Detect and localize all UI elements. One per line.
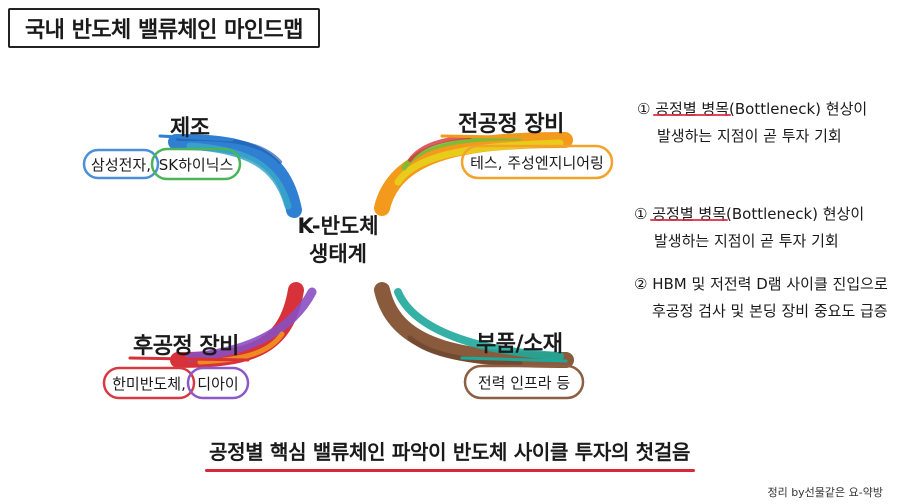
underline-parts — [460, 356, 568, 363]
page-title: 국내 반도체 밸류체인 마인드맵 — [8, 8, 320, 48]
center-line2: 생태계 — [309, 242, 367, 266]
branch-front-equipment-arm — [374, 132, 573, 216]
pill-hanmi-outline — [102, 366, 196, 400]
company-samsung: 삼성전자, — [91, 155, 151, 174]
branch-label-manufacture: 제조 — [170, 116, 210, 141]
pill-skhynix-outline — [150, 147, 242, 181]
note-1-line2: 발생하는 지점이 곧 투자 기회 — [654, 232, 839, 250]
note-1-rest: (Bottleneck) 현상이 — [726, 205, 865, 223]
note-1-highlight: 공정별 병목 — [652, 205, 727, 223]
credit-text: 정리 by선물같은 요-약방 — [767, 486, 883, 499]
note-2-line1: ② HBM 및 저전력 D램 사이클 진입으로 — [634, 271, 888, 298]
footer-summary: 공정별 핵심 밸류체인 파악이 반도체 사이클 투자의 첫걸음 — [209, 440, 691, 464]
underline-front-equipment — [440, 134, 568, 140]
note-2: ② HBM 및 저전력 D램 사이클 진입으로 후공정 검사 및 본딩 장비 중… — [634, 271, 888, 325]
pill-parts-outline — [463, 364, 585, 400]
pill-samsung-outline — [82, 148, 160, 180]
branch-parts-stroke-c — [407, 335, 523, 366]
note-top-num: ① — [637, 100, 651, 118]
branch-parts-stroke-b — [394, 288, 564, 360]
branch-label-back-equipment: 후공정 장비 — [133, 334, 239, 359]
note-top-line2: 발생하는 지점이 곧 투자 기회 — [657, 127, 842, 145]
note-1-num: ① — [634, 205, 648, 223]
branch-back-equipment-stroke-b — [185, 287, 317, 362]
note-1: ① 공정별 병목(Bottleneck) 현상이 발생하는 지점이 곧 투자 기… — [634, 201, 864, 255]
pill-dii-outline — [186, 366, 250, 400]
note-2-num: ② — [634, 275, 648, 293]
company-hanmi: 한미반도체, — [112, 374, 186, 393]
footer-underline — [205, 469, 695, 472]
note-2-rest: HBM 및 저전력 D램 사이클 진입으로 — [652, 275, 888, 293]
underline-manufacture — [158, 134, 234, 142]
pill-front-equipment-outline — [460, 144, 614, 180]
note-top-rest: (Bottleneck) 현상이 — [729, 100, 868, 118]
company-skhynix: SK하이닉스 — [158, 155, 234, 174]
note-2-line2: 후공정 검사 및 본딩 장비 중요도 급증 — [652, 302, 888, 320]
note-top: ① 공정별 병목(Bottleneck) 현상이 발생하는 지점이 곧 투자 기… — [637, 96, 867, 150]
note-top-highlight: 공정별 병목 — [655, 100, 730, 118]
branch-label-parts: 부품/소재 — [476, 332, 563, 357]
center-node: K-반도체 생태계 — [282, 212, 394, 268]
branch-back-equipment-stroke-c — [197, 331, 285, 365]
underline-back-equipment — [128, 356, 250, 362]
center-line1: K-반도체 — [297, 214, 379, 238]
branch-manufacture-stroke-a — [168, 134, 302, 218]
branch-front-equipment-stroke-b — [394, 139, 564, 186]
note-1-line1: ① 공정별 병목(Bottleneck) 현상이 — [634, 201, 864, 228]
company-tes-jusung: 테스, 주성엔지니어링 — [470, 153, 604, 172]
note-top-line1: ① 공정별 병목(Bottleneck) 현상이 — [637, 96, 867, 123]
branch-label-front-equipment: 전공정 장비 — [458, 112, 564, 137]
company-power-infra: 전력 인프라 등 — [477, 373, 571, 392]
company-dii: 디아이 — [197, 374, 239, 393]
